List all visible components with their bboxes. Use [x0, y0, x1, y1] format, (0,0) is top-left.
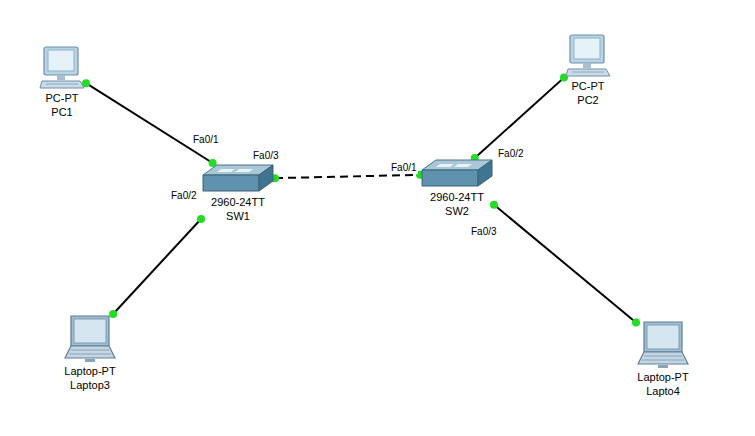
device-model: 2960-24TT [211, 195, 265, 209]
link-light [490, 201, 498, 209]
port-label: Fa0/2 [497, 148, 525, 160]
port-label: Fa0/2 [170, 190, 198, 202]
switch-node: 2960-24TTSW1 [201, 163, 275, 223]
switch-icon [201, 163, 275, 195]
laptop-node: Laptop-PTLapto4 [636, 320, 690, 398]
device-name: SW2 [445, 204, 469, 218]
link-light [197, 215, 205, 223]
switch-icon [420, 158, 494, 190]
laptop-node: Laptop-PTLaptop3 [63, 314, 117, 392]
device-model: PC-PT [572, 79, 605, 93]
pc-icon [38, 45, 86, 91]
straight-cable [86, 83, 213, 163]
device-model: 2960-24TT [430, 190, 484, 204]
device-name: PC1 [51, 105, 72, 119]
device-model: Laptop-PT [637, 370, 688, 384]
port-label: Fa0/3 [470, 226, 498, 238]
link-light [632, 319, 640, 327]
device-model: Laptop-PT [64, 364, 115, 378]
pc-node: PC-PTPC1 [38, 45, 86, 119]
straight-cable [494, 205, 636, 323]
laptop-icon [636, 320, 690, 370]
pc-icon [564, 33, 612, 79]
straight-cable [475, 78, 564, 158]
crossover-cable [275, 175, 420, 178]
switch-node: 2960-24TTSW2 [420, 158, 494, 218]
port-label: Fa0/1 [192, 134, 220, 146]
device-model: PC-PT [46, 91, 79, 105]
port-label: Fa0/3 [252, 150, 280, 162]
link-light [109, 310, 117, 318]
device-name: Laptop3 [70, 378, 110, 392]
device-name: PC2 [577, 93, 598, 107]
port-label: Fa0/1 [390, 162, 418, 174]
laptop-icon [63, 314, 117, 364]
device-name: SW1 [226, 209, 250, 223]
device-name: Lapto4 [646, 384, 680, 398]
straight-cable [113, 219, 201, 314]
pc-node: PC-PTPC2 [564, 33, 612, 107]
